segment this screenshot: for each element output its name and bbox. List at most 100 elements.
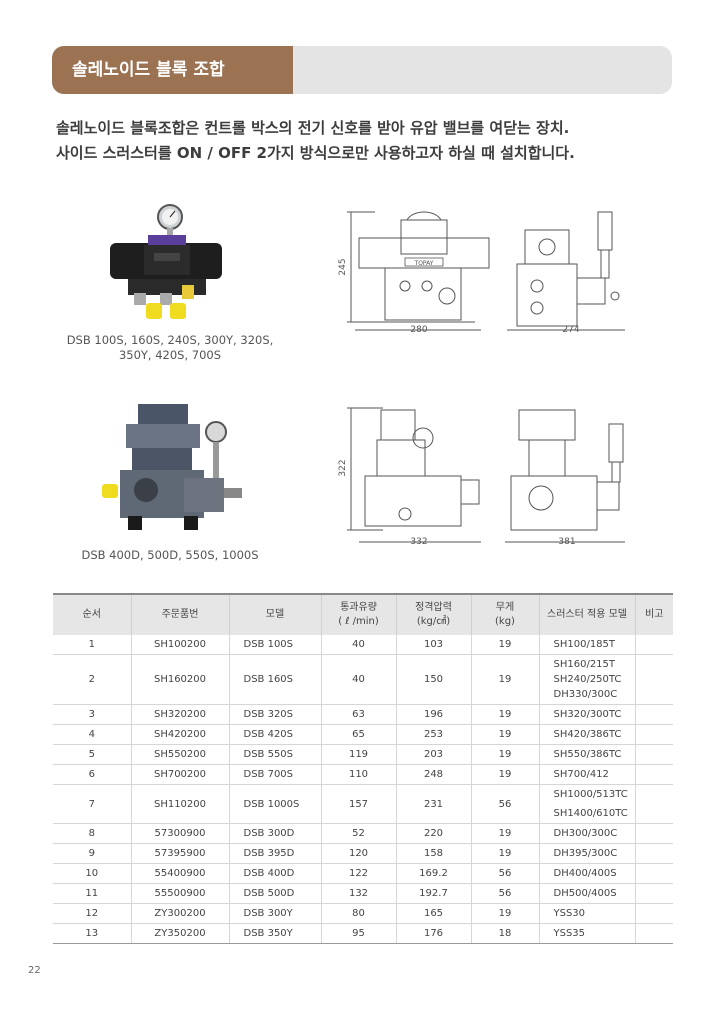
table-cell-row-number: 8 — [53, 823, 131, 844]
table-header-unit: (kg/㎠) — [416, 616, 451, 627]
section-header-bar: 솔레노이드 블록 조합 — [52, 46, 672, 94]
table-header-unit: (kg) — [495, 616, 515, 627]
thruster-model: SH550/386TC — [553, 749, 622, 760]
table-header-label: 무게 — [495, 602, 515, 613]
table-cell-part-number: SH100200 — [130, 635, 229, 655]
table-cell-thruster-models: DH400/400S — [538, 863, 635, 884]
table-cell-model: DSB 400D — [228, 863, 321, 884]
table-cell-note — [634, 764, 673, 785]
thruster-model: YSS35 — [553, 928, 586, 939]
table-header-cell: 주문품번 — [130, 593, 229, 635]
table-cell-model: DSB 700S — [228, 764, 321, 785]
table-cell-row-number: 10 — [53, 863, 131, 884]
table-cell-row-number: 4 — [53, 724, 131, 745]
table-cell-flow-rate: 132 — [320, 883, 396, 904]
table-cell-weight: 18 — [470, 923, 539, 944]
drawing-1-front-width-label: 280 — [410, 325, 427, 335]
table-cell-thruster-models: SH700/412 — [538, 764, 635, 785]
table-cell-weight: 19 — [470, 843, 539, 864]
thruster-model: SH420/386TC — [553, 729, 622, 740]
table-cell-thruster-models: DH395/300C — [538, 843, 635, 864]
table-cell-flow-rate: 63 — [320, 704, 396, 725]
table-cell-rated-pressure: 169.2 — [395, 863, 471, 884]
table-cell-model: DSB 300Y — [228, 903, 321, 924]
table-cell-thruster-models: SH100/185T — [538, 635, 635, 655]
table-cell-part-number: 55500900 — [130, 883, 229, 904]
product-drawing-1: TOPAY 245 280 274 — [338, 211, 625, 335]
table-cell-row-number: 12 — [53, 903, 131, 924]
table-cell-flow-rate: 110 — [320, 764, 396, 785]
thruster-model: DH395/300C — [553, 848, 618, 859]
table-cell-rated-pressure: 248 — [395, 764, 471, 785]
table-cell-weight: 19 — [470, 903, 539, 924]
table-cell-note — [634, 823, 673, 844]
table-cell-flow-rate: 119 — [320, 744, 396, 765]
table-header-cell: 통과유량 ( ℓ /min) — [320, 593, 396, 635]
table-header-unit: ( ℓ /min) — [338, 616, 379, 627]
drawing-2-front-width-label: 332 — [410, 537, 427, 547]
table-cell-row-number: 13 — [53, 923, 131, 944]
table-cell-rated-pressure: 158 — [395, 843, 471, 864]
table-cell-model: DSB 160S — [228, 654, 321, 705]
table-cell-note — [634, 863, 673, 884]
table-cell-thruster-models: SH550/386TC — [538, 744, 635, 765]
table-cell-rated-pressure: 176 — [395, 923, 471, 944]
table-cell-row-number: 9 — [53, 843, 131, 864]
table-cell-thruster-models: YSS35 — [538, 923, 635, 944]
table-cell-row-number: 2 — [53, 654, 131, 705]
table-cell-part-number: SH160200 — [130, 654, 229, 705]
product-photo-2 — [102, 404, 242, 530]
table-header-cell: 무게 (kg) — [470, 593, 539, 635]
table-cell-model: DSB 1000S — [228, 784, 321, 824]
table-cell-rated-pressure: 220 — [395, 823, 471, 844]
table-cell-weight: 56 — [470, 863, 539, 884]
thruster-model: SH320/300TC — [553, 709, 622, 720]
product-caption-1: DSB 100S, 160S, 240S, 300Y, 320S, 350Y, … — [50, 333, 290, 363]
table-cell-model: DSB 100S — [228, 635, 321, 655]
table-header-cell: 순서 — [53, 593, 131, 635]
drawing-1-side-width-label: 274 — [562, 325, 579, 335]
intro-line-1: 솔레노이드 블록조합은 컨트롤 박스의 전기 신호를 받아 유압 밸브를 여닫는… — [56, 119, 570, 137]
table-cell-part-number: 57395900 — [130, 843, 229, 864]
drawing-2-side-width-label: 381 — [558, 537, 575, 547]
table-header-label: 통과유량 — [340, 602, 377, 613]
table-cell-note — [634, 883, 673, 904]
table-cell-thruster-models: YSS30 — [538, 903, 635, 924]
table-cell-model: DSB 500D — [228, 883, 321, 904]
table-cell-weight: 19 — [470, 724, 539, 745]
thruster-model: DH500/400S — [553, 888, 617, 899]
table-cell-note — [634, 744, 673, 765]
product-caption-1-line-2: 350Y, 420S, 700S — [118, 348, 222, 362]
thruster-model: YSS30 — [553, 908, 586, 919]
drawing-1-height-label: 245 — [338, 258, 348, 275]
table-cell-rated-pressure: 192.7 — [395, 883, 471, 904]
table-header-label: 정격압력 — [415, 602, 452, 613]
table-cell-note — [634, 923, 673, 944]
table-cell-part-number: SH110200 — [130, 784, 229, 824]
thruster-model: SH100/185T — [553, 639, 616, 650]
product-caption-2: DSB 400D, 500D, 550S, 1000S — [60, 548, 280, 563]
product-caption-2-line-1: DSB 400D, 500D, 550S, 1000S — [81, 548, 259, 562]
table-cell-rated-pressure: 203 — [395, 744, 471, 765]
table-cell-rated-pressure: 103 — [395, 635, 471, 655]
table-cell-note — [634, 784, 673, 824]
table-cell-note — [634, 635, 673, 655]
table-cell-model: DSB 320S — [228, 704, 321, 725]
table-cell-flow-rate: 120 — [320, 843, 396, 864]
table-cell-rated-pressure: 196 — [395, 704, 471, 725]
table-cell-rated-pressure: 253 — [395, 724, 471, 745]
table-cell-note — [634, 654, 673, 705]
table-cell-weight: 19 — [470, 744, 539, 765]
table-cell-flow-rate: 80 — [320, 903, 396, 924]
